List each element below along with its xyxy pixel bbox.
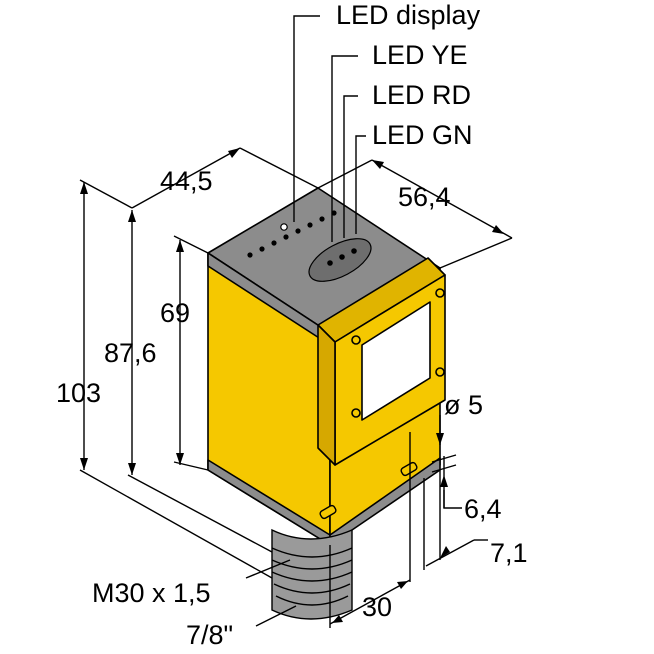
led-dot-icon [295,228,301,234]
dim-103-label: 103 [56,378,101,408]
dim-30-line [329,579,411,625]
dim-44-5-label: 44,5 [160,166,213,196]
arrow-icon [80,182,88,194]
thread-m30-label: M30 x 1,5 [92,578,211,608]
dim-56-4-ext-a [317,159,373,189]
arrow-icon [372,160,384,169]
lens-screw-icon [435,367,445,377]
arrow-icon [228,148,240,158]
dim-6-4-ext [431,454,457,463]
connector-body [271,528,353,620]
thread-ring [271,547,353,558]
leader-6-4 [443,490,462,509]
arrow-icon [332,615,343,623]
dim-56-4-label: 56,4 [398,182,451,212]
dim-6-4-ext2 [431,464,457,473]
mounting-slot-icon [400,461,418,477]
dim-44-5-line [131,147,241,209]
led-dot-icon [283,234,289,240]
led-rd-icon [339,254,345,260]
dim-69-ext-top [173,235,209,254]
led-display-icon [280,223,288,231]
dim-6-4-label: 6,4 [464,494,502,524]
leader-7-8 [255,605,297,627]
thread-7-8-label: 7/8" [186,620,233,650]
led-gn-icon [351,248,357,254]
dim-44-5-ext [239,147,319,189]
lens-frame-left [317,324,336,466]
leader-led-display [293,15,320,222]
thread-ring [275,595,349,606]
leader-m30 [245,559,291,579]
arrow-icon [436,433,444,445]
dim-103-ext-bot [79,469,273,579]
leader-led-rd [343,95,358,238]
leader-led-gn [355,135,366,234]
arrow-icon [176,453,184,465]
dim-69-label: 69 [160,298,190,328]
lens-assembly [317,257,446,466]
dim-7-1-line [425,539,475,567]
dim-7-1-label: 7,1 [490,538,528,568]
top-indicators [247,210,372,282]
lens-screw-icon [351,335,361,345]
mounting-slot-icon [319,504,337,520]
arrow-icon [440,546,450,558]
dim-56-4-ext-b [439,237,513,269]
thread-ring [271,571,353,582]
arrow-icon [128,210,136,222]
m30-connector [271,528,353,620]
lens-screw-icon [435,288,445,298]
led-dot-icon [259,246,265,252]
dim-30-label: 30 [362,592,392,622]
thread-ring [273,583,351,594]
arrow-icon [80,458,88,470]
dim-56-4-line [371,159,513,239]
dim-87-6-ext-bot [127,474,273,553]
led-dot-icon [307,222,313,228]
dim-69-ext-bot [173,461,209,471]
led-dot-icon [247,252,253,258]
arrow-icon [128,463,136,475]
arrow-icon [176,240,184,252]
led-dot-icon [319,216,325,222]
led-ye-label: LED YE [372,40,468,70]
led-rd-label: LED RD [372,80,471,110]
led-dot-icon [271,240,277,246]
led-display-label: LED display [336,0,481,30]
arrow-icon [492,225,504,234]
thread-ring [271,559,353,570]
led-ye-icon [327,260,333,266]
dim-87-6-label: 87,6 [104,338,157,368]
dim-dia-5-label: ø 5 [444,390,483,420]
arrow-icon [397,581,408,589]
arrow-icon [440,475,448,487]
dim-103-ext-top [79,179,133,209]
led-gn-label: LED GN [372,120,473,150]
lens-screw-icon [351,408,361,418]
lens-window [361,301,431,421]
